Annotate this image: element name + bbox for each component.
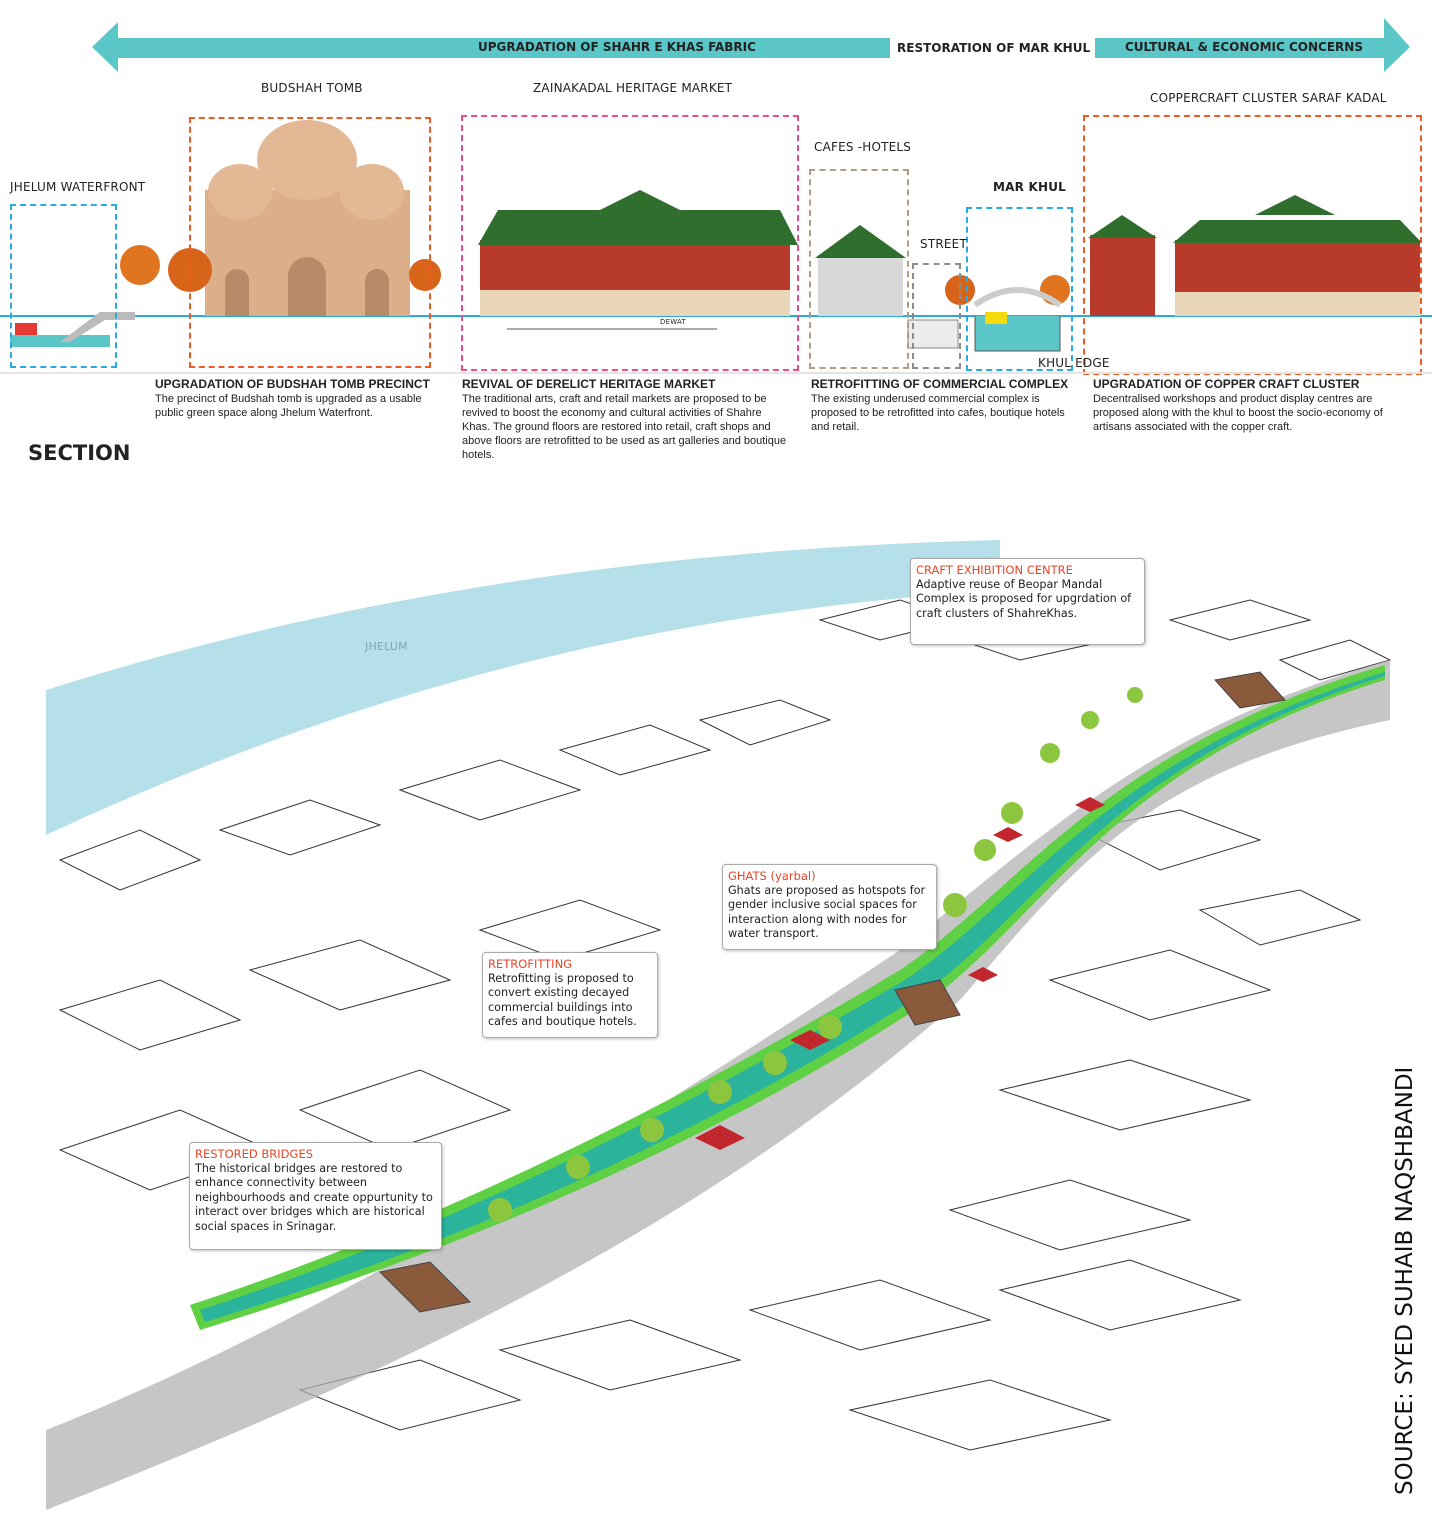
banner-left-label: UPGRADATION OF SHAHR E KHAS FABRIC	[478, 40, 756, 54]
description-copper-craft: UPGRADATION OF COPPER CRAFT CLUSTER Decen…	[1093, 377, 1403, 434]
zone-box-mar-khul	[966, 207, 1073, 371]
canal-water	[200, 672, 1385, 1322]
zone-box-jhelum-waterfront	[10, 204, 117, 368]
section-baseline	[0, 372, 1432, 374]
jhelum-water	[10, 335, 110, 347]
zone-box-coppercraft	[1083, 115, 1422, 375]
mar-khul-channel	[973, 287, 1062, 352]
zone-box-cafes-hotels	[809, 169, 909, 369]
section-illustration	[0, 120, 1432, 352]
description-text: Decentralised workshops and product disp…	[1093, 393, 1383, 433]
callout-title: GHATS (yarbal)	[728, 869, 816, 883]
cafes-hotels-building	[815, 225, 906, 316]
callout-text: Ghats are proposed as hotspots for gende…	[728, 883, 926, 941]
zone-label-mar-khul: MAR KHUL	[993, 180, 1066, 194]
callout-title: RESTORED BRIDGES	[195, 1147, 314, 1161]
zone-box-heritage-market	[461, 115, 799, 371]
banner-right-label: CULTURAL & ECONOMIC CONCERNS	[1125, 40, 1363, 54]
description-heritage-market: REVIVAL OF DERELICT HERITAGE MARKET The t…	[462, 377, 792, 462]
description-title: UPGRADATION OF COPPER CRAFT CLUSTER	[1093, 377, 1360, 391]
trees-plan	[488, 687, 1143, 1222]
jhelum-river	[46, 540, 1000, 835]
zone-box-budshah-tomb	[189, 117, 431, 368]
description-commercial-complex: RETROFITTING OF COMMERCIAL COMPLEX The ex…	[811, 377, 1086, 434]
description-budshah: UPGRADATION OF BUDSHAH TOMB PRECINCT The …	[155, 377, 445, 420]
callout-title: CRAFT EXHIBITION CENTRE	[916, 563, 1073, 577]
banner-left-arrow	[92, 22, 890, 72]
zone-label-cafes-hotels: CAFES -HOTELS	[814, 140, 912, 154]
callout-text: Retrofitting is proposed to convert exis…	[488, 971, 637, 1029]
boat	[15, 323, 37, 335]
aerial-sketch	[46, 540, 1392, 1510]
banner-right-arrow	[1095, 18, 1410, 72]
drain	[907, 319, 959, 349]
zone-label-budshah-tomb: BUDSHAH TOMB	[261, 81, 363, 95]
callout-text: The historical bridges are restored to e…	[195, 1161, 433, 1233]
callout-ghats: GHATS (yarbal)Ghats are proposed as hots…	[722, 864, 937, 950]
description-text: The existing underused commercial comple…	[811, 393, 1065, 433]
coppercraft-buildings	[1088, 195, 1422, 316]
dewat-label: DEWAT	[660, 318, 686, 326]
zone-label-street: STREET	[920, 237, 967, 251]
source-credit: SOURCE: SYED SUHAIB NAQSHBANDI	[1392, 1066, 1418, 1495]
jhelum-river-label: JHELUM	[365, 640, 408, 653]
zone-box-street	[912, 263, 961, 369]
banner-middle-label: RESTORATION OF MAR KHUL	[897, 41, 1091, 55]
banner-arrow	[92, 18, 1410, 72]
dewat-pipe	[507, 328, 717, 330]
description-title: UPGRADATION OF BUDSHAH TOMB PRECINCT	[155, 377, 430, 391]
zone-label-coppercraft: COPPERCRAFT CLUSTER SARAF KADAL	[1150, 91, 1387, 105]
budshah-tomb	[205, 120, 410, 316]
callout-title: RETROFITTING	[488, 957, 573, 971]
section-title: SECTION	[28, 441, 131, 465]
zone-label-heritage-market: ZAINAKADAL HERITAGE MARKET	[533, 81, 733, 95]
description-text: The traditional arts, craft and retail m…	[462, 393, 787, 461]
description-text: The precinct of Budshah tomb is upgraded…	[155, 393, 422, 419]
heritage-market-buildings	[478, 190, 798, 316]
zone-label-jhelum-waterfront: JHELUM WATERFRONT	[10, 180, 146, 194]
description-title: RETROFITTING OF COMMERCIAL COMPLEX	[811, 377, 1069, 391]
khul-edge-label: KHUL EDGE	[1038, 356, 1110, 370]
ghat-pavilions	[695, 797, 1105, 1150]
bridges	[378, 671, 1286, 1313]
callout-text: Adaptive reuse of Beopar Mandal Complex …	[916, 577, 1132, 620]
description-title: REVIVAL OF DERELICT HERITAGE MARKET	[462, 377, 716, 391]
